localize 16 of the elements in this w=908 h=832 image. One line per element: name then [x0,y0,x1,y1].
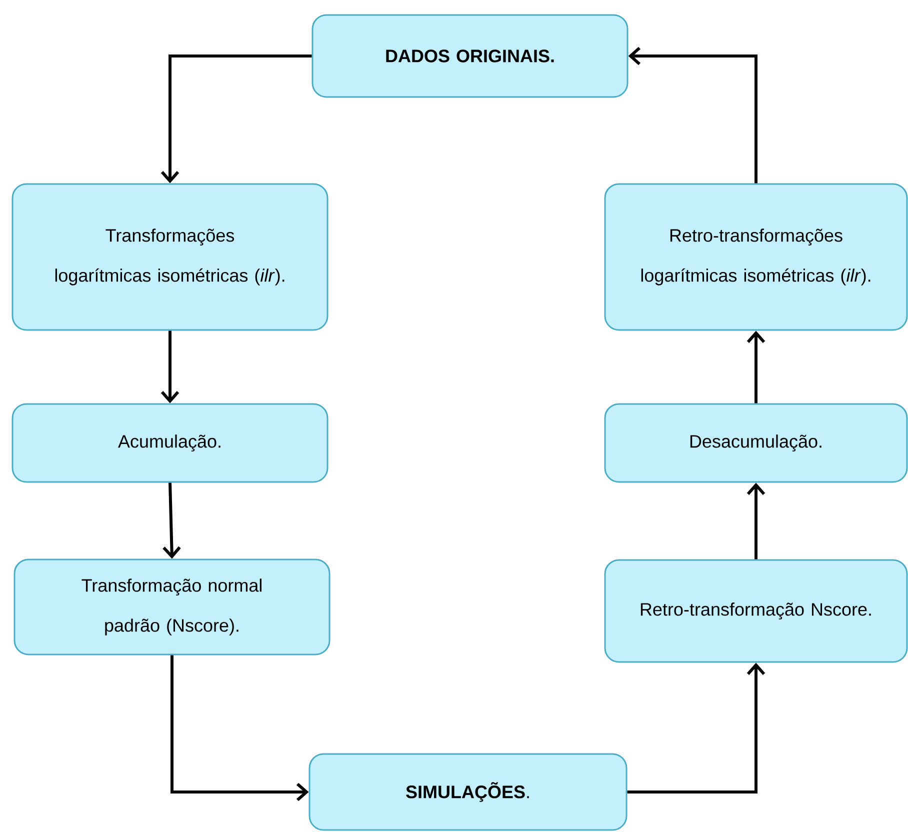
arrow [162,482,181,559]
process-box: Retro-transformação Nscore. [604,559,908,663]
arrow [628,46,758,184]
arrow [160,54,312,184]
arrow [170,655,309,802]
process-box: SIMULAÇÕES. [308,753,628,831]
process-box: Transformações logarítmicas isométricas (ilr). [12,183,328,331]
process-box: Retro-transformações logarítmicas isométricas (ilr). [604,183,908,331]
process-box: Desacumulação. [604,403,908,483]
arrow [746,482,766,560]
process-box: Acumulação. [12,403,328,483]
arrow [160,330,180,404]
process-box: Transformação normal padrão (Nscore). [14,558,330,656]
process-box: DADOS ORIGINAIS. [312,14,628,98]
arrow [627,662,766,794]
arrow [746,330,766,404]
